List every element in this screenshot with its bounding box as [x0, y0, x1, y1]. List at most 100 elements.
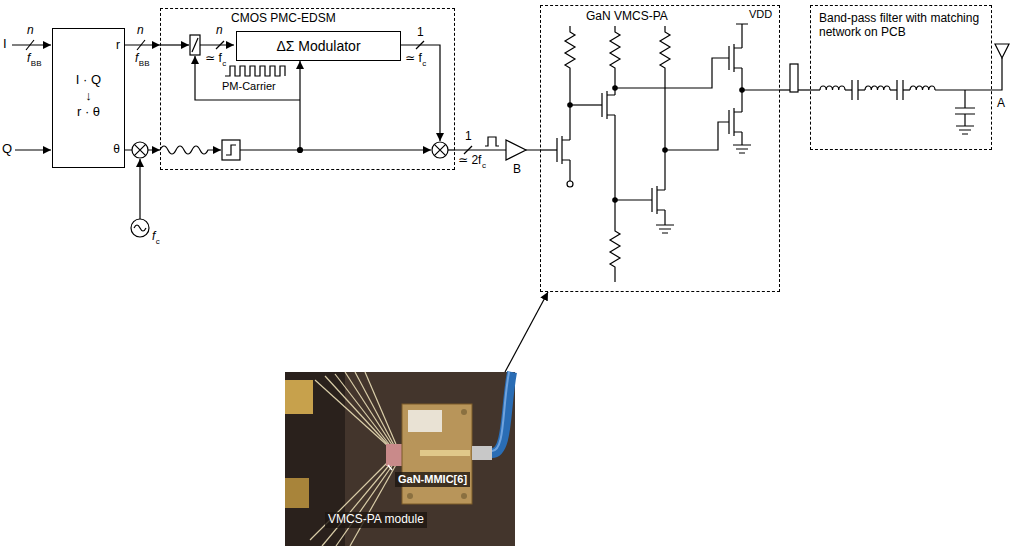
- subscript: BB: [31, 59, 42, 68]
- signal-name: PM-Carrier: [222, 80, 276, 93]
- wire: [615, 199, 652, 200]
- mixer-symbol: [432, 142, 448, 158]
- pin-name: VDD: [749, 8, 772, 21]
- node-text: θ: [113, 143, 120, 157]
- signal-name: Q: [2, 142, 12, 157]
- node-text: VMCS-PA module: [325, 512, 427, 528]
- resistor-symbol: [660, 26, 670, 82]
- pulse-symbol: [485, 137, 499, 146]
- bus-slash: [26, 40, 34, 50]
- wire: [570, 104, 602, 105]
- sma-connector: [472, 446, 492, 460]
- wire: [664, 210, 665, 225]
- module-sticker: [408, 410, 442, 432]
- wire: [614, 115, 615, 225]
- frequency-label: ≃ f: [205, 52, 222, 66]
- wire: [569, 160, 570, 181]
- cmos-block: CMOS PMC-EDSMΔΣ Modulator: [160, 8, 455, 170]
- wire: [964, 114, 965, 126]
- probe-needle: [350, 463, 397, 546]
- subscript: c: [422, 59, 426, 68]
- bus-width: 1: [465, 130, 472, 144]
- node-text: ΔΣ Modulator: [276, 38, 360, 54]
- switch-symbol: [190, 35, 200, 55]
- capacitor-symbol: [852, 80, 858, 100]
- ground-symbol: [956, 126, 974, 134]
- mmic-chip: [386, 444, 402, 466]
- bus-slash: [464, 146, 472, 154]
- bus-width: n: [27, 24, 34, 38]
- frequency-label: ≃ f: [405, 52, 422, 66]
- signal-name: I: [3, 37, 7, 52]
- mixer-symbol: [132, 142, 148, 158]
- limiter-symbol: [226, 145, 236, 155]
- oscillator-symbol: [131, 219, 149, 237]
- resistor-symbol: [610, 225, 620, 282]
- node-text: Band-pass filter with matching network o…: [819, 12, 985, 40]
- probe-needle: [336, 463, 394, 546]
- capacitor-symbol: [897, 80, 903, 100]
- bus-slash: [216, 41, 224, 49]
- module-screw: [461, 409, 467, 415]
- terminal-dot: [567, 181, 573, 187]
- carrier-wire: [299, 61, 300, 150]
- oscillator-symbol: [134, 225, 146, 231]
- wire: [890, 89, 897, 90]
- wire: [903, 89, 910, 90]
- switch-symbol: [192, 38, 198, 52]
- signal-connector: [505, 292, 548, 372]
- node-text: ↓: [85, 89, 92, 104]
- input-wire: [12, 44, 51, 45]
- bus-width: n: [216, 24, 223, 38]
- inductor-symbol: [910, 86, 935, 90]
- node-text: GaN-MMIC[6]: [395, 472, 470, 487]
- amplitude-wire: [200, 44, 234, 45]
- probe-holder: [285, 380, 313, 414]
- probe-needle: [335, 374, 392, 448]
- ground-symbol: [733, 145, 751, 153]
- transistor-symbol: [652, 186, 665, 214]
- bus-slash: [137, 40, 145, 50]
- module-body: [402, 404, 472, 504]
- wire: [665, 122, 729, 150]
- wire: [810, 89, 820, 90]
- transistor-symbol: [557, 136, 570, 164]
- junction-dot: [298, 148, 303, 153]
- coax-cable: [492, 372, 512, 453]
- probe-needle: [365, 372, 398, 449]
- frequency-label: f: [152, 230, 155, 244]
- wire: [858, 89, 865, 90]
- microstrip: [420, 450, 470, 456]
- part-name: B: [513, 163, 521, 177]
- frequency-label: ≃ 2f: [458, 154, 481, 168]
- node-text: I · Q: [76, 73, 101, 88]
- bus-slash: [416, 41, 424, 49]
- supply-wire: [736, 24, 748, 48]
- gate-wire: [540, 149, 557, 150]
- subscript: c: [222, 59, 226, 68]
- modulator-box: ΔΣ Modulator: [236, 31, 401, 61]
- transistor-symbol: [602, 91, 615, 119]
- transistor-symbol: [729, 44, 742, 72]
- wire: [569, 82, 570, 140]
- wires: [12, 24, 1009, 282]
- leader-line: [388, 465, 392, 470]
- capacitor-symbol: [955, 108, 975, 114]
- wire: [664, 82, 665, 190]
- module-screw: [407, 493, 413, 499]
- oscillator-wire: [139, 159, 140, 219]
- inductor-symbol: [820, 86, 845, 90]
- frequency-label: f: [27, 52, 30, 66]
- subscript: c: [482, 161, 486, 170]
- part-name: A: [997, 97, 1005, 111]
- phase-wire: [160, 146, 221, 154]
- resistor-symbol: [610, 26, 620, 82]
- output-wire: [448, 149, 455, 150]
- wire: [742, 89, 780, 90]
- mixer-symbol: [434, 144, 445, 155]
- pulse-train-symbol: [225, 66, 285, 76]
- converter-box: I · Q↓r · θrθ: [52, 28, 125, 168]
- inductor-symbol: [865, 86, 890, 90]
- buffer-symbol: [506, 140, 526, 160]
